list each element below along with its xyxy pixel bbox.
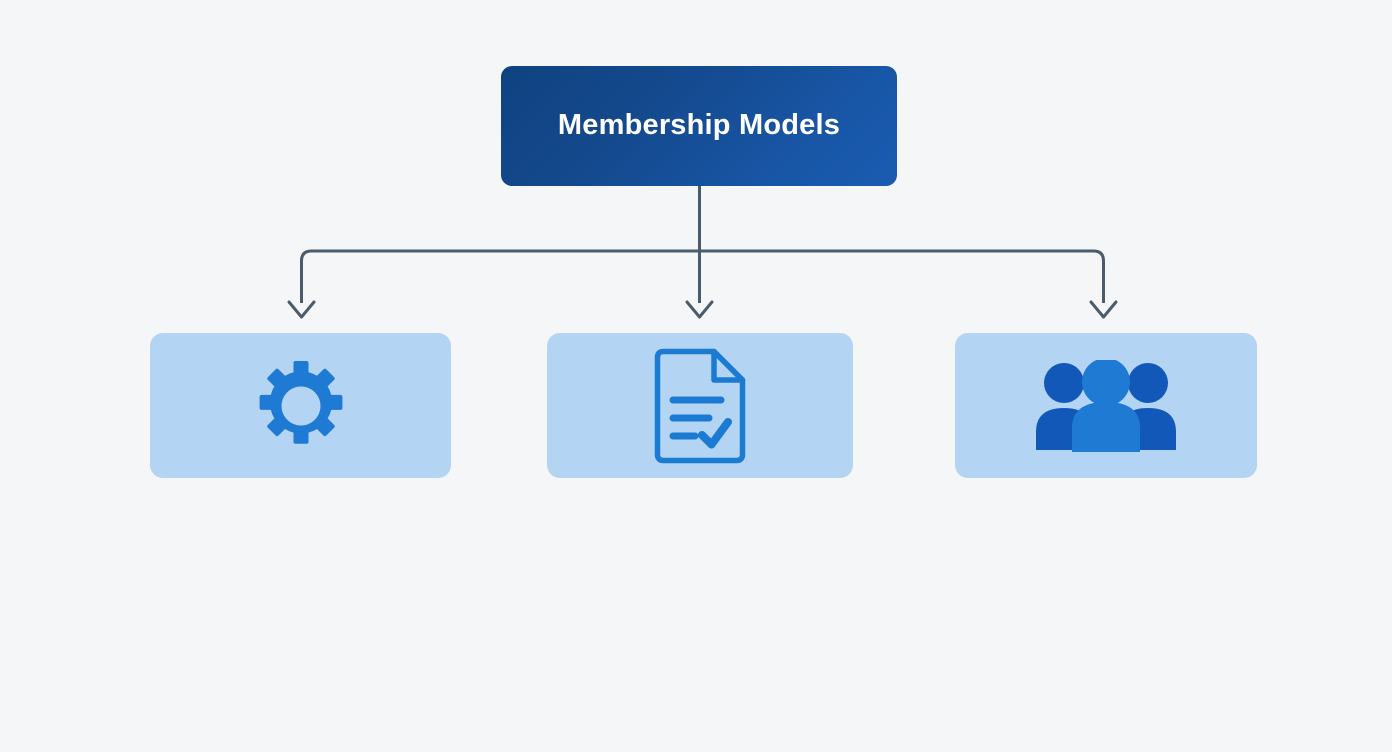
branch-card-config[interactable] [150,333,451,478]
document-checkmark-icon [698,417,732,448]
document-outline [654,348,746,463]
gear-icon [259,360,342,444]
branch-card-members[interactable] [955,333,1257,478]
document-fold [711,348,746,383]
arrowhead-center-icon [685,300,714,319]
root-node-label: Membership Models [557,109,841,142]
arrowhead-left-icon [287,300,316,319]
person-left-head [1044,362,1084,403]
connector-branch-bus [300,249,1105,303]
person-right-head [1128,362,1168,403]
people-group-icon [1036,359,1176,452]
arrowhead-right-icon [1089,300,1118,319]
root-node-membership-models[interactable]: Membership Models [501,66,897,186]
document-check-icon [654,348,746,463]
person-center-body [1072,401,1140,452]
branch-card-policy[interactable] [547,333,853,478]
person-center-head [1082,359,1130,406]
